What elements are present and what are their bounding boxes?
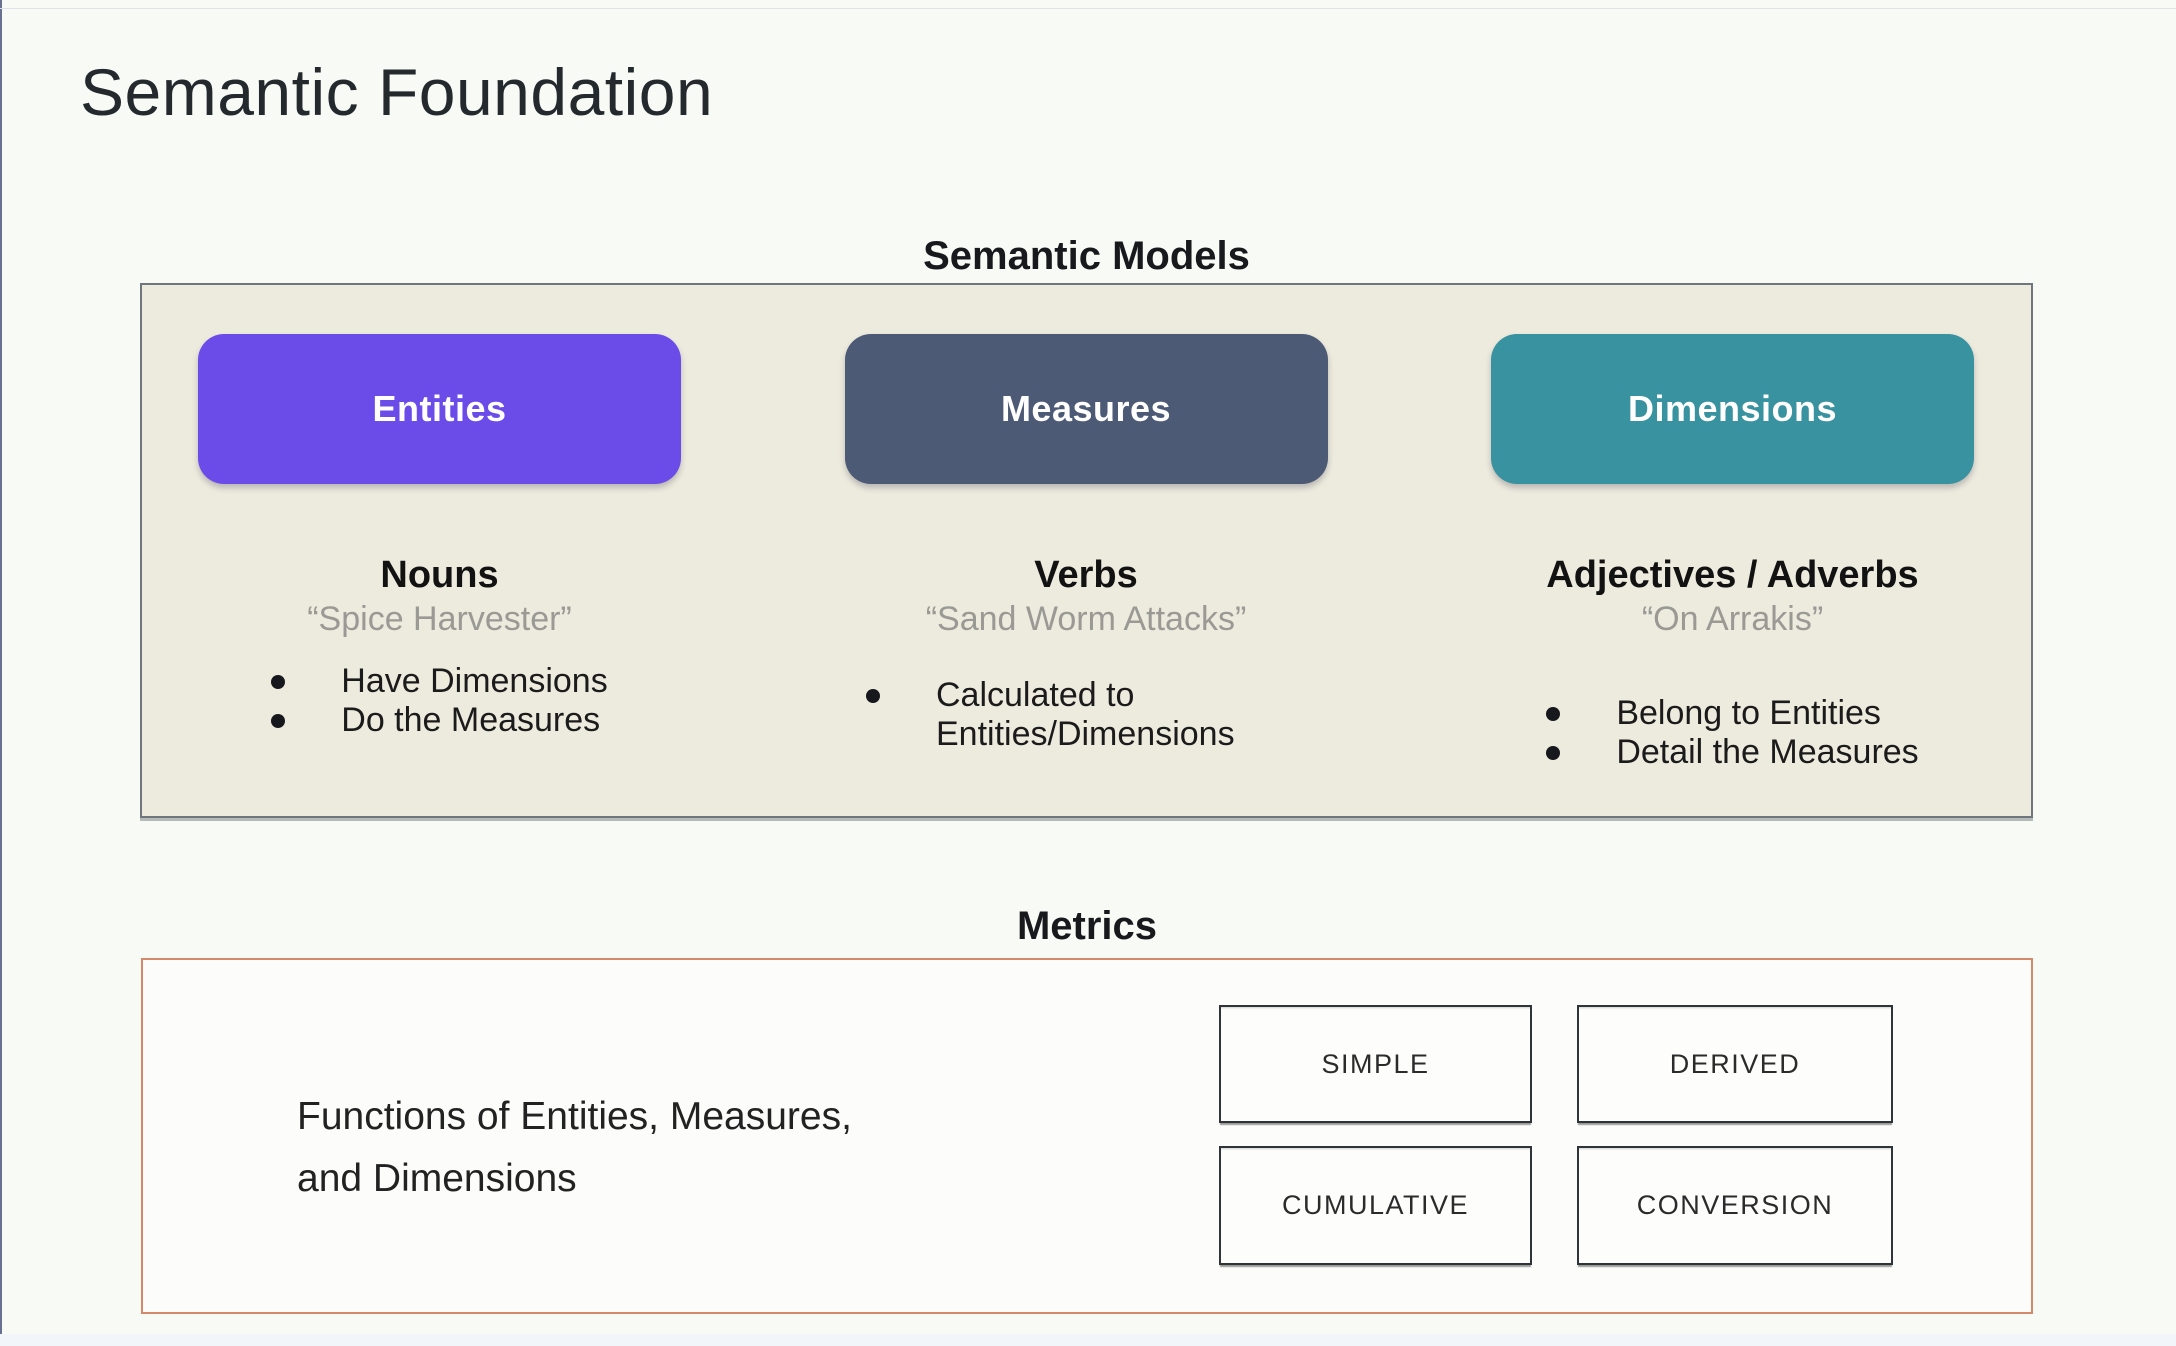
entities-role-label: Nouns — [380, 554, 499, 596]
entities-column: Entities Nouns “Spice Harvester” Have Di… — [198, 334, 681, 816]
semantic-models-heading: Semantic Models — [923, 234, 1250, 278]
dimensions-pill: Dimensions — [1491, 334, 1974, 484]
metrics-heading: Metrics — [1016, 904, 1158, 948]
metric-type-cumulative: CUMULATIVE — [1219, 1146, 1532, 1265]
dimensions-column: Dimensions Adjectives / Adverbs “On Arra… — [1491, 334, 1974, 816]
dimensions-role-label: Adjectives / Adverbs — [1546, 554, 1919, 596]
slide-title: Semantic Foundation — [80, 55, 714, 129]
bullet-icon — [1546, 746, 1561, 760]
entities-example-quote: “Spice Harvester” — [307, 600, 572, 638]
measures-role-label: Verbs — [1034, 554, 1138, 596]
metric-type-simple: SIMPLE — [1219, 1005, 1532, 1123]
metric-type-derived: DERIVED — [1577, 1005, 1893, 1123]
dimensions-bullet-list: Belong to Entities Detail the Measures — [1546, 694, 1919, 772]
dimensions-example-quote: “On Arrakis” — [1641, 600, 1824, 638]
list-item: Detail the Measures — [1546, 733, 1919, 772]
window-bottom-edge — [0, 1334, 2176, 1346]
bullet-icon — [1546, 707, 1561, 721]
bullet-icon — [271, 714, 286, 728]
bullet-icon — [866, 689, 880, 703]
measures-pill: Measures — [844, 334, 1328, 484]
measures-example-quote: “Sand Worm Attacks” — [925, 600, 1247, 638]
measures-bullet-list: Calculated to Entities/Dimensions — [866, 676, 1306, 754]
entities-bullet-list: Have Dimensions Do the Measures — [271, 662, 608, 740]
metric-type-grid: SIMPLE DERIVED CUMULATIVE CONVERSION — [1219, 1005, 1893, 1265]
metric-type-conversion: CONVERSION — [1577, 1146, 1893, 1265]
semantic-models-panel: Entities Nouns “Spice Harvester” Have Di… — [140, 283, 2033, 818]
metrics-description-line: Functions of Entities, Measures, — [297, 1095, 852, 1138]
metrics-panel: Functions of Entities, Measures, and Dim… — [141, 958, 2033, 1314]
window-top-border — [0, 8, 2176, 9]
metrics-description: Functions of Entities, Measures, and Dim… — [297, 1086, 852, 1210]
bullet-icon — [271, 675, 286, 689]
list-item: Belong to Entities — [1546, 694, 1918, 733]
list-item: Do the Measures — [271, 701, 607, 740]
list-item: Calculated to Entities/Dimensions — [866, 676, 1306, 754]
entities-pill: Entities — [198, 334, 681, 484]
measures-column: Measures Verbs “Sand Worm Attacks” Calcu… — [844, 334, 1328, 816]
list-item: Have Dimensions — [271, 662, 608, 701]
metrics-description-line: and Dimensions — [297, 1157, 577, 1200]
window-left-border — [0, 0, 2, 1346]
